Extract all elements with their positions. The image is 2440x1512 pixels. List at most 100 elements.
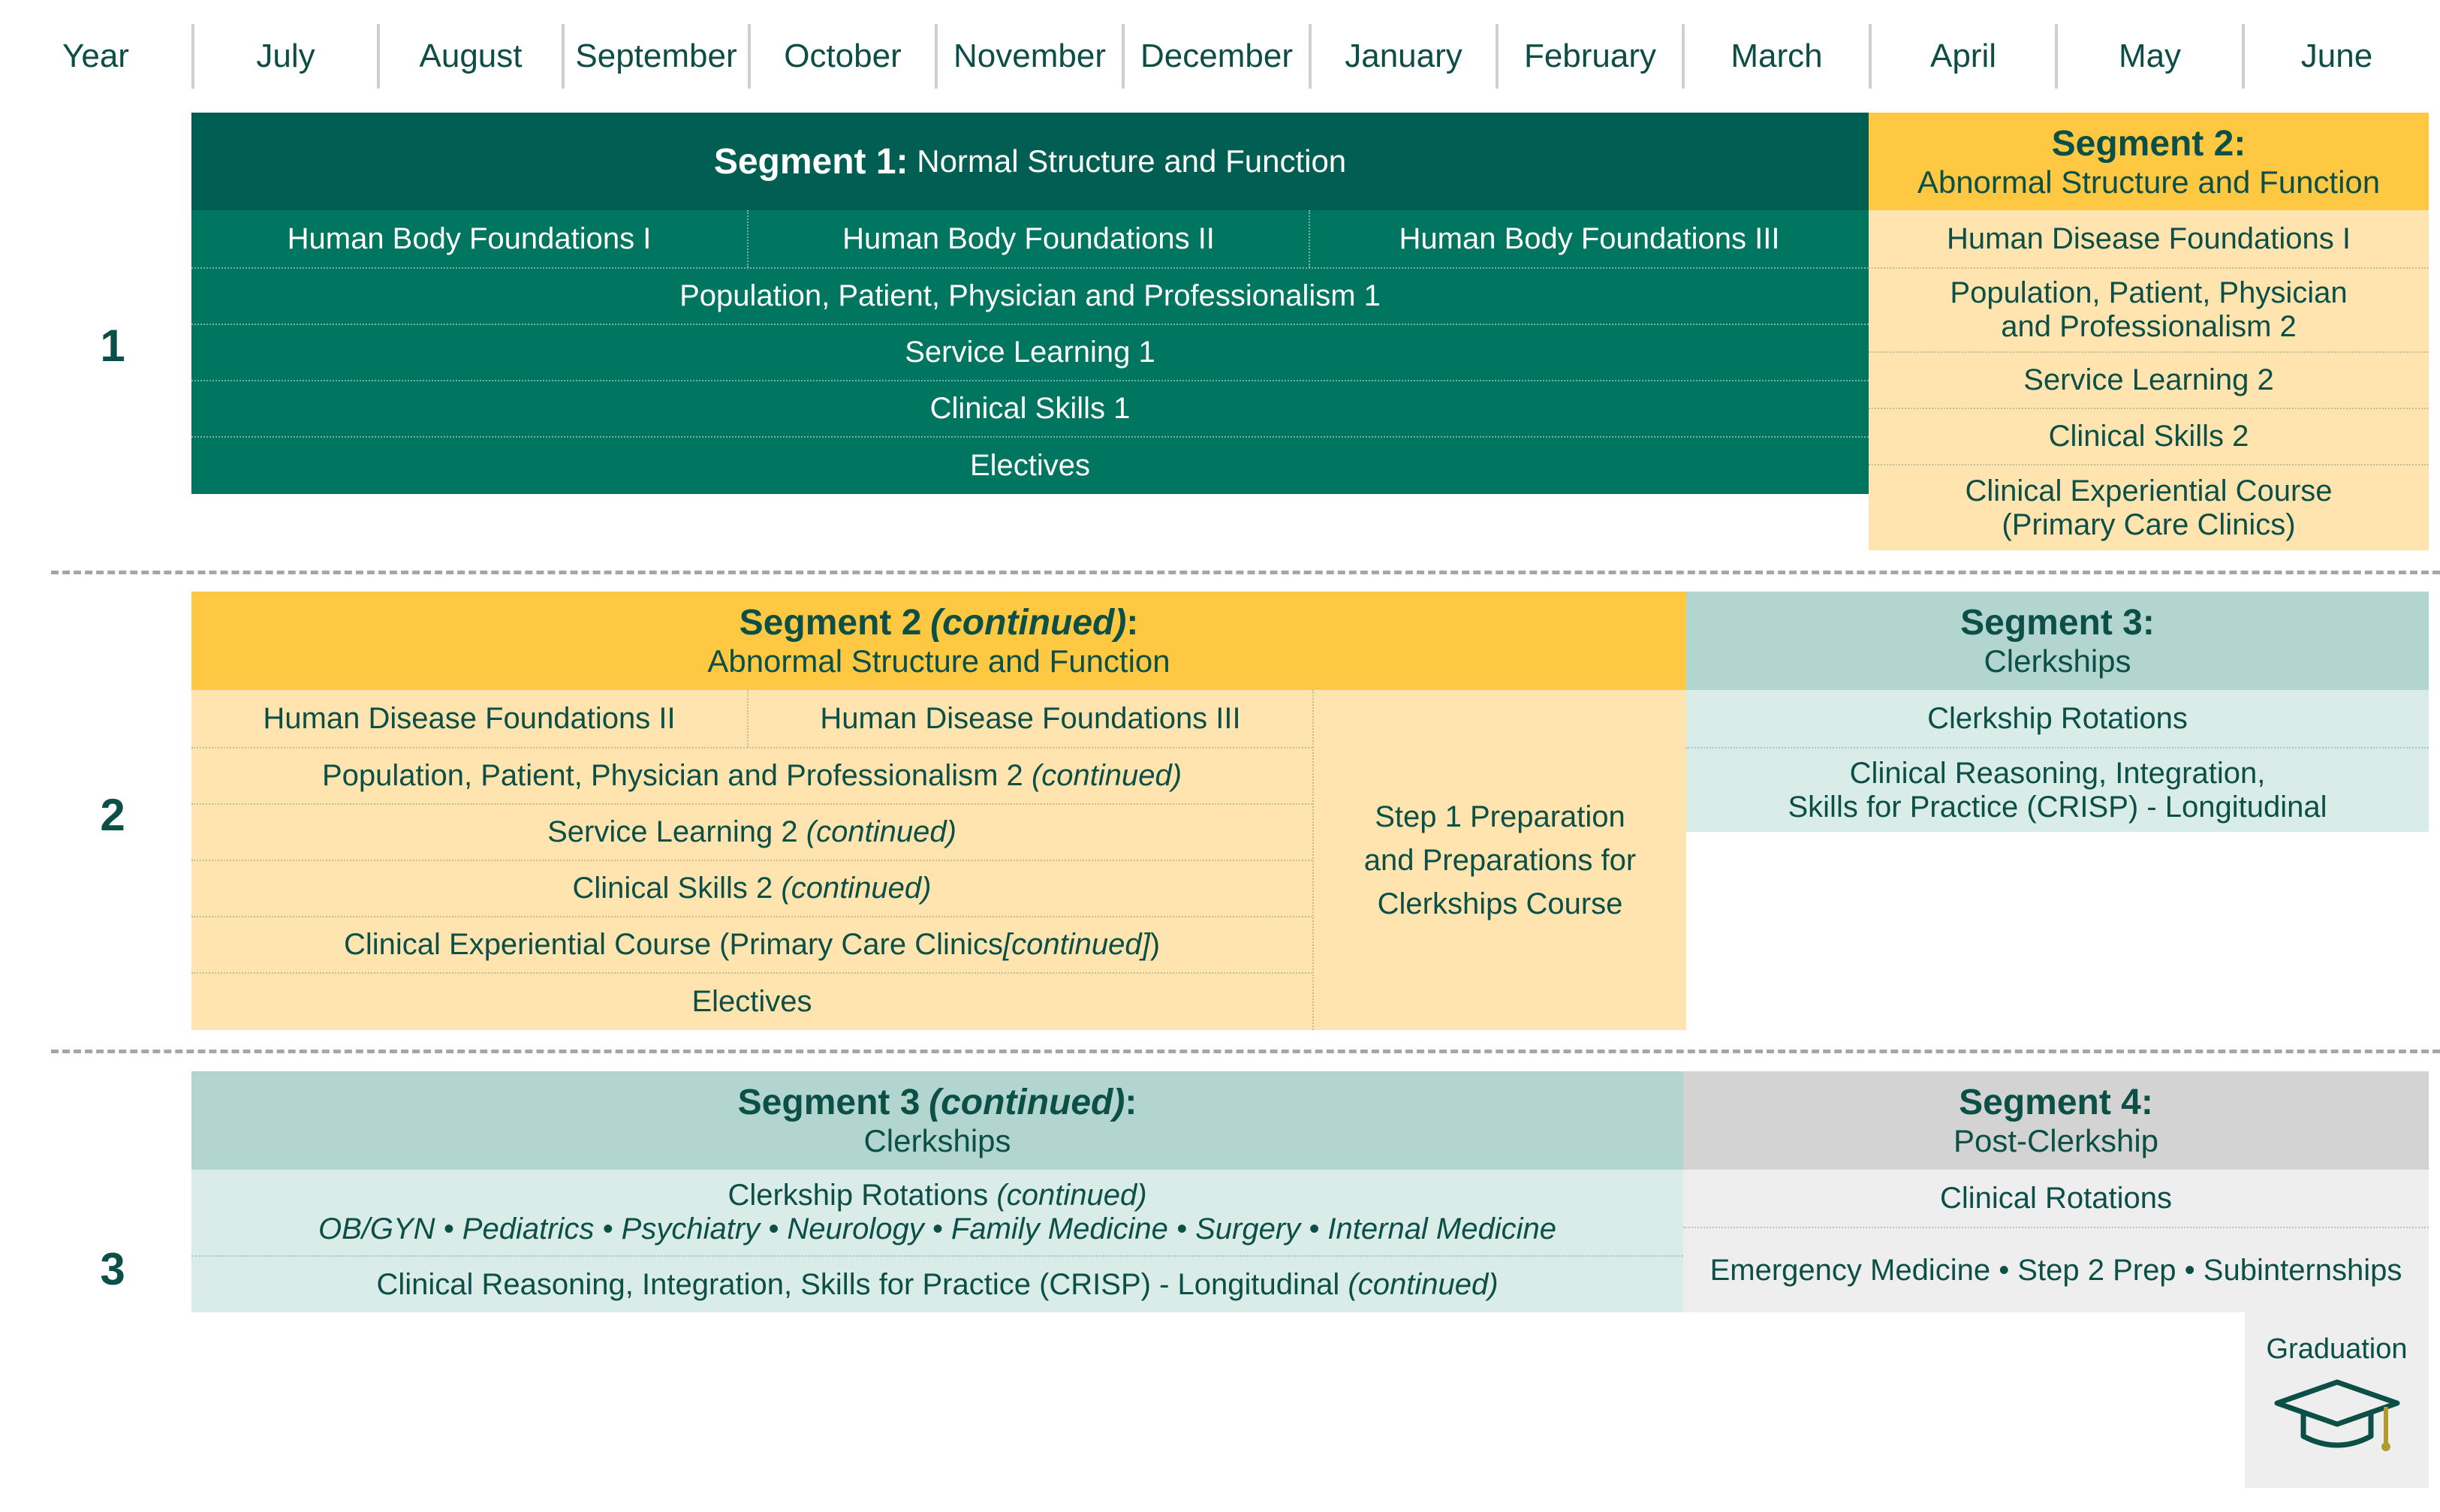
course-ppp-2-line2: and Professionalism 2 (2001, 310, 2297, 343)
course-service-learning-1: Service Learning 1 (191, 324, 1869, 380)
header-separator (2055, 24, 2058, 89)
course-clinical-experiential-continued: Clinical Experiential Course (Primary Ca… (191, 916, 1312, 972)
course-hbf-2: Human Body Foundations II (749, 210, 1310, 267)
course-service-learning-2-continued: Service Learning 2 (continued) (191, 803, 1312, 860)
course-clinical-skills-1: Clinical Skills 1 (191, 380, 1869, 436)
segment-3-subtitle: Clerkships (1984, 643, 2131, 679)
year-column-label: Year (62, 38, 129, 74)
header-separator (1122, 24, 1125, 89)
course-post-clerkship-list: Emergency Medicine • Step 2 Prep • Subin… (1683, 1227, 2429, 1312)
month-december: December (1140, 38, 1293, 74)
course-clerkship-rotations: Clerkship Rotations (1686, 690, 2429, 747)
header-separator (1309, 24, 1312, 89)
month-september: September (575, 38, 737, 74)
header-separator (1496, 24, 1499, 89)
year-divider (51, 571, 2440, 574)
course-hdf-1: Human Disease Foundations I (1869, 210, 2429, 267)
segment-3-header: Segment 3: Clerkships (1686, 592, 2429, 690)
closing-paren: ) (1149, 928, 1161, 962)
continued-tag: [continued] (1003, 928, 1150, 962)
course-hbf-3: Human Body Foundations III (1310, 210, 1869, 267)
course-crisp: Clinical Reasoning, Integration, Skills … (1686, 747, 2429, 832)
header-separator (1682, 24, 1685, 89)
segment-4-subtitle: Post-Clerkship (1953, 1123, 2159, 1158)
course-clinical-experiential-continued-label: Clinical Experiential Course (Primary Ca… (343, 928, 1003, 962)
course-ppp-1: Population, Patient, Physician and Profe… (191, 267, 1869, 324)
course-service-learning-2: Service Learning 2 (1869, 351, 2429, 408)
continued-tag: (continued) (996, 1179, 1147, 1212)
course-clinical-experiential: Clinical Experiential Course (Primary Ca… (1869, 464, 2429, 550)
course-step-1-preparation: Step 1 Preparation and Preparations for … (1312, 690, 1686, 1030)
continued-tag: (continued) (806, 815, 956, 849)
segment-2-continued-title: Segment 2 (739, 603, 922, 643)
course-electives-1: Electives (191, 436, 1869, 494)
course-crisp-continued: Clinical Reasoning, Integration, Skills … (191, 1255, 1683, 1312)
course-clinical-skills-2-continued-label: Clinical Skills 2 (572, 872, 773, 905)
segment-2-continued-subtitle: Abnormal Structure and Function (707, 643, 1170, 679)
step-1-line3: Clerkships Course (1377, 887, 1623, 920)
course-crisp-line2: Skills for Practice (CRISP) - Longitudin… (1788, 790, 2327, 824)
course-crisp-continued-label: Clinical Reasoning, Integration, Skills … (376, 1267, 1340, 1301)
continued-tag: (continued) (1031, 759, 1182, 793)
segment-2-title: Segment 2: (2051, 123, 2246, 164)
clerkship-rotations-label: Clerkship Rotations (727, 1179, 989, 1212)
segment-3-continued-header: Segment 3 (continued): Clerkships (191, 1071, 1683, 1170)
course-clinical-skills-2: Clinical Skills 2 (1869, 408, 2429, 464)
segment-3-continued-colon: : (1125, 1083, 1137, 1122)
course-ppp-2-continued: Population, Patient, Physician and Profe… (191, 747, 1312, 803)
course-hbf-1: Human Body Foundations I (191, 210, 749, 267)
course-clerkship-rotations-continued: Clerkship Rotations (continued) OB/GYN •… (191, 1170, 1683, 1255)
step-1-line1: Step 1 Preparation (1375, 800, 1625, 833)
month-february: February (1523, 38, 1657, 74)
month-june: June (2300, 38, 2373, 74)
continued-tag: (continued) (781, 872, 932, 905)
course-ppp-2-line1: Population, Patient, Physician (1950, 276, 2348, 310)
segment-3-continued-subtitle: Clerkships (863, 1123, 1011, 1158)
segment-1-title: Segment 1: (713, 141, 908, 182)
course-clinical-skills-2-continued: Clinical Skills 2 (continued) (191, 860, 1312, 916)
month-july: July (256, 38, 315, 74)
header-separator (2242, 24, 2245, 89)
month-january: January (1345, 38, 1462, 74)
header-separator (1869, 24, 1872, 89)
month-march: March (1731, 38, 1823, 74)
course-crisp-line1: Clinical Reasoning, Integration, (1849, 756, 2266, 790)
segment-3-title: Segment 3: (1960, 603, 2155, 643)
continued-tag: (continued) (1348, 1267, 1499, 1301)
segment-1-header: Segment 1: Normal Structure and Function (191, 113, 1869, 210)
month-october: October (784, 38, 902, 74)
graduation-cap-icon (2274, 1379, 2399, 1451)
header-separator (377, 24, 380, 89)
segment-4-header: Segment 4: Post-Clerkship (1683, 1071, 2429, 1170)
graduation-box: Graduation (2245, 1312, 2429, 1488)
segment-3-continued-tag: (continued) (929, 1083, 1125, 1122)
segment-3-continued-title: Segment 3 (737, 1083, 920, 1122)
segment-2-continued-colon: : (1126, 603, 1139, 643)
clerkship-list: OB/GYN • Pediatrics • Psychiatry • Neuro… (318, 1212, 1557, 1245)
segment-1-subtitle: Normal Structure and Function (917, 143, 1347, 179)
month-april: April (1929, 38, 1997, 74)
header-separator (191, 24, 194, 89)
course-clinical-experiential-line1: Clinical Experiential Course (1965, 474, 2333, 508)
course-electives-2: Electives (191, 972, 1312, 1030)
segment-2-subtitle: Abnormal Structure and Function (1917, 164, 2381, 200)
segment-2-continued-tag: (continued) (930, 603, 1127, 643)
step-1-line2: and Preparations for (1363, 843, 1637, 877)
month-may: May (2118, 38, 2182, 74)
graduation-label: Graduation (2266, 1333, 2408, 1365)
month-november: November (953, 38, 1106, 74)
course-ppp-2: Population, Patient, Physician and Profe… (1869, 267, 2429, 351)
segment-2-header: Segment 2: Abnormal Structure and Functi… (1869, 113, 2429, 210)
course-clinical-rotations: Clinical Rotations (1683, 1170, 2429, 1227)
year-1-label: 1 (100, 320, 125, 371)
month-august: August (419, 38, 523, 74)
segment-2-continued-header: Segment 2 (continued): Abnormal Structur… (191, 592, 1686, 690)
header-separator (935, 24, 938, 89)
course-hdf-2: Human Disease Foundations II (191, 690, 749, 747)
year-divider (51, 1050, 2440, 1053)
header-separator (562, 24, 565, 89)
segment-4-title: Segment 4: (1959, 1083, 2153, 1122)
year-3-label: 3 (100, 1243, 125, 1294)
year-2-label: 2 (100, 789, 125, 840)
course-clinical-experiential-line2: (Primary Care Clinics) (2002, 508, 2296, 541)
